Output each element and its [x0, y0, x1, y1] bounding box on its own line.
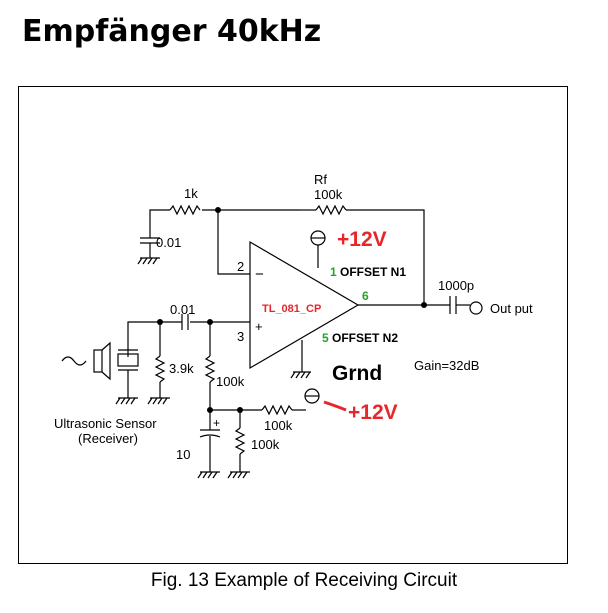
label-c-0-01-gnd: 0.01: [156, 235, 181, 250]
label-100k-bias: 100k: [216, 374, 245, 389]
label-1k: 1k: [184, 186, 198, 201]
resistor-rf: [315, 204, 347, 216]
wire-top-left: [149, 209, 425, 307]
label-minus: −: [255, 266, 264, 283]
capacitor-1000p: [449, 296, 470, 314]
figure-caption: Fig. 13 Example of Receiving Circuit: [150, 570, 458, 591]
label-pin-2: 2: [237, 259, 244, 274]
label-supply-bottom: +12V: [348, 401, 398, 424]
label-offset-n1: OFFSET N1: [340, 265, 406, 279]
resistor-100k-low: [227, 410, 250, 479]
resistor-100k-series: [261, 404, 293, 416]
label-grnd: Grnd: [332, 362, 382, 385]
red-wire-supply-bottom: [323, 400, 347, 412]
label-c-0-01-input: 0.01: [170, 302, 195, 317]
junction-dots: [157, 207, 427, 413]
label-cap-plus: +: [213, 416, 220, 430]
schematic-frame: [18, 86, 568, 564]
label-pin-5: 5: [322, 331, 329, 345]
label-rf-value: 100k: [314, 187, 343, 202]
label-100k-low: 100k: [251, 437, 280, 452]
resistor-100k-bias: [204, 322, 216, 430]
ultrasonic-sensor: [61, 341, 139, 405]
page-title: Empfänger 40kHz: [22, 14, 322, 49]
capacitor-10: [197, 429, 221, 479]
ground-symbol-pin5: [290, 371, 311, 379]
label-c-10: 10: [176, 447, 190, 462]
capacitor-0-01-input: [181, 314, 189, 330]
label-rf: Rf: [314, 172, 327, 187]
label-100k-series: 100k: [264, 418, 293, 433]
output-terminal: [469, 301, 483, 315]
capacitor-0-01-gnd: [140, 237, 160, 258]
resistor-3-9k: [147, 322, 170, 405]
label-gain: Gain=32dB: [414, 358, 479, 373]
label-sensor-line2: (Receiver): [78, 431, 138, 446]
label-supply-top: +12V: [337, 228, 387, 251]
label-pin-3: 3: [237, 329, 244, 344]
label-pin-6: 6: [362, 289, 369, 303]
wire-noninverting-input: [127, 321, 250, 357]
label-pin-1: 1: [330, 265, 337, 279]
label-part-number: TL_081_CP: [262, 303, 321, 315]
label-output: Out put: [490, 301, 533, 316]
label-offset-n2: OFFSET N2: [332, 331, 398, 345]
ground-symbol-c1: [137, 257, 160, 265]
label-plus: +: [255, 319, 263, 334]
label-1000p: 1000p: [438, 278, 474, 293]
wire-inverting-input: [217, 210, 250, 275]
label-3-9k: 3.9k: [169, 361, 194, 376]
resistor-1k: [169, 204, 201, 216]
label-sensor-line1: Ultrasonic Sensor: [54, 416, 157, 431]
opamp-triangle: [249, 240, 360, 370]
